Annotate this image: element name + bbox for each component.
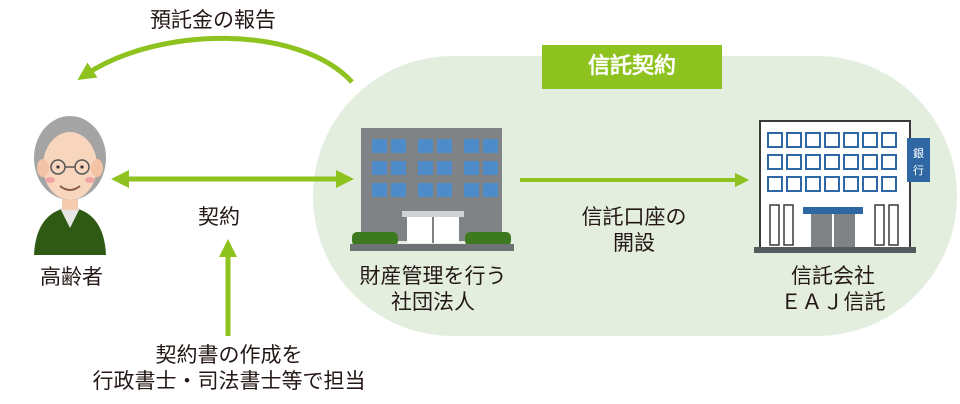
elder-label: 高齢者 bbox=[40, 265, 103, 289]
open-account-label-line1: 信託口座の bbox=[581, 205, 687, 229]
bank-side-window bbox=[783, 204, 794, 246]
bank-window bbox=[786, 176, 802, 192]
building-window bbox=[464, 139, 479, 153]
building-window bbox=[437, 161, 452, 175]
building-window bbox=[483, 139, 498, 153]
building-window bbox=[483, 161, 498, 175]
building-window bbox=[391, 139, 406, 153]
bank-sign-char-2: 行 bbox=[913, 164, 924, 177]
drafting-label-line2: 行政書士・司法書士等で担当 bbox=[92, 369, 366, 393]
building-window bbox=[391, 161, 406, 175]
bank-window bbox=[767, 132, 783, 148]
building-window bbox=[483, 183, 498, 197]
bank-window bbox=[805, 176, 821, 192]
bank-building: 銀 行 bbox=[754, 120, 930, 253]
trust-company-label: 信託会社 ＥＡＪ信託 bbox=[758, 263, 908, 315]
bank-window bbox=[824, 176, 840, 192]
drafting-label-line1: 契約書の作成を bbox=[155, 343, 303, 367]
bank-window bbox=[862, 132, 878, 148]
report-label: 預託金の報告 bbox=[150, 8, 276, 32]
bank-side-window bbox=[769, 204, 780, 246]
bank-window bbox=[805, 132, 821, 148]
building-window bbox=[372, 161, 387, 175]
building-window bbox=[391, 183, 406, 197]
bank-window bbox=[843, 176, 859, 192]
report-arrow bbox=[77, 35, 354, 84]
association-label: 財産管理を行う 社団法人 bbox=[353, 263, 513, 315]
building-window bbox=[372, 139, 387, 153]
bank-window bbox=[881, 154, 897, 170]
building-window bbox=[464, 161, 479, 175]
bank-window bbox=[786, 132, 802, 148]
bank-window bbox=[881, 132, 897, 148]
building-window bbox=[418, 139, 433, 153]
open-account-label-line2: 開設 bbox=[613, 231, 655, 255]
bank-window bbox=[805, 154, 821, 170]
building-window bbox=[372, 183, 387, 197]
bank-window bbox=[862, 154, 878, 170]
bank-window bbox=[824, 154, 840, 170]
building-window bbox=[418, 161, 433, 175]
trust-company-label-line2: ＥＡＪ信託 bbox=[780, 290, 886, 314]
bank-window bbox=[786, 154, 802, 170]
building-window bbox=[437, 183, 452, 197]
bank-window bbox=[881, 176, 897, 192]
elder-illustration bbox=[34, 116, 106, 255]
association-building bbox=[350, 128, 514, 251]
association-label-line1: 財産管理を行う bbox=[359, 264, 507, 288]
open-account-label: 信託口座の 開設 bbox=[564, 204, 704, 256]
bank-window bbox=[862, 176, 878, 192]
trust-company-label-line1: 信託会社 bbox=[791, 264, 875, 288]
bank-side-window bbox=[888, 204, 899, 246]
association-label-line2: 社団法人 bbox=[391, 290, 475, 314]
bank-sign bbox=[907, 138, 930, 182]
trust-contract-badge: 信託契約 bbox=[542, 45, 722, 89]
bank-window bbox=[767, 154, 783, 170]
building-window bbox=[418, 183, 433, 197]
drafting-label: 契約書の作成を 行政書士・司法書士等で担当 bbox=[44, 342, 414, 394]
bank-window bbox=[843, 154, 859, 170]
bank-sign-char-1: 銀 bbox=[913, 146, 924, 160]
bank-window bbox=[843, 132, 859, 148]
bank-window bbox=[767, 176, 783, 192]
building-window bbox=[437, 139, 452, 153]
bank-side-window bbox=[874, 204, 885, 246]
contract-label: 契約 bbox=[198, 205, 240, 229]
bank-window bbox=[824, 132, 840, 148]
building-window bbox=[464, 183, 479, 197]
